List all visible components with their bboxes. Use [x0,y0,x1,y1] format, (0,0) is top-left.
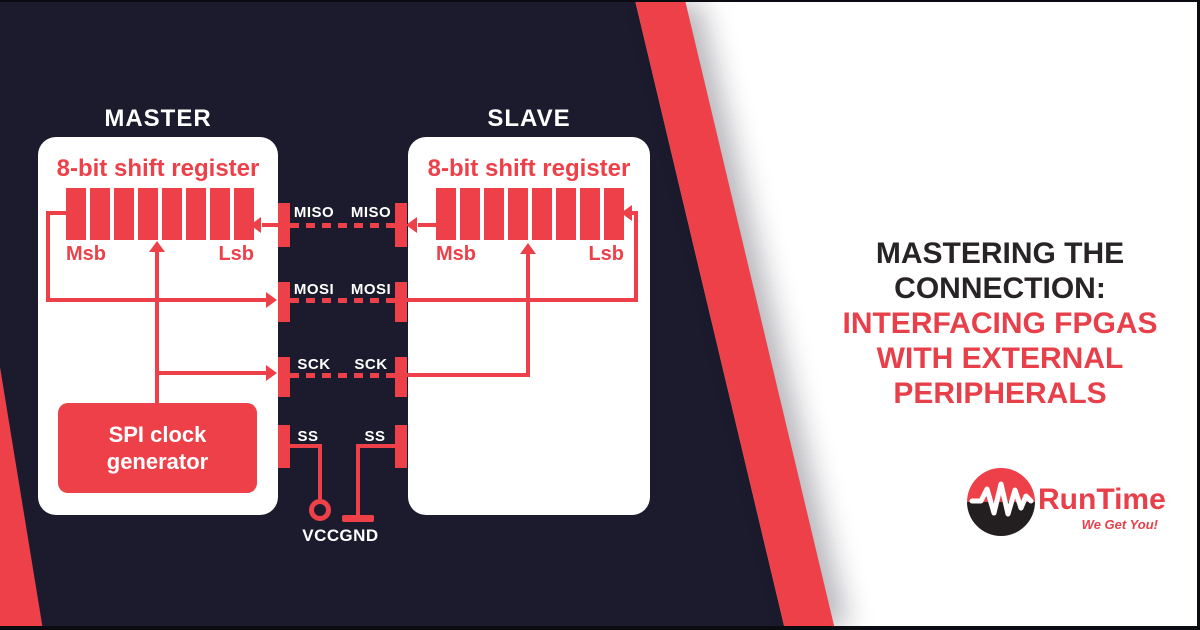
vcc-label: VCC [302,526,340,545]
master-ss-wire-vertical [318,444,322,499]
master-sck-pin [278,357,290,397]
mosi-label-slave-side: MOSI [350,281,392,298]
register-bit-cell [210,188,230,240]
master-lsb-label: Lsb [218,243,254,265]
slave-miso-wire [418,223,438,227]
master-ss-pin [278,425,290,468]
mosi-bus-dashed-line [290,298,395,303]
slave-ss-pin [395,425,407,468]
pulse-waveform-icon [969,481,1034,517]
gnd-label: GND [339,526,379,545]
register-bit-cell [234,188,254,240]
slave-ss-wire-vertical [356,444,360,515]
master-sck-arrowhead [266,365,277,381]
sck-label-master-side: SCK [297,356,331,373]
register-bit-cell [114,188,134,240]
ss-label-master-side: SS [297,428,319,445]
register-bit-cell [66,188,86,240]
register-bit-cell [508,188,528,240]
register-bit-cell [186,188,206,240]
headline-line-5: PERIPHERALS [893,377,1107,410]
master-mosi-arrowhead [266,292,277,308]
headline-line-4: WITH EXTERNAL [876,342,1124,375]
slave-register-label: 8-bit shift register [427,155,631,182]
register-bit-cell [460,188,480,240]
register-bit-cell [580,188,600,240]
miso-bus-dashed-line [290,223,395,228]
slave-sck-pin [395,357,407,397]
slave-lsb-label: Lsb [588,243,624,265]
slave-title: SLAVE [487,105,571,132]
slave-sck-arrowhead [520,243,536,254]
master-miso-wire [262,223,290,227]
register-bit-cell [138,188,158,240]
runtime-logo-wordmark: RunTime [1038,483,1166,516]
slave-msb-label: Msb [436,243,476,265]
master-msb-label: Msb [66,243,106,265]
runtime-logo-mark [967,468,1035,536]
spi-clock-generator-line1: SPI clock [108,422,207,447]
master-miso-arrowhead [250,217,261,233]
master-title: MASTER [104,105,212,132]
miso-label-slave-side: MISO [350,204,392,221]
register-bit-cell [556,188,576,240]
slave-miso-pin [395,203,407,247]
vcc-terminal [309,499,331,521]
master-clock-arrowhead [149,241,165,252]
sck-label-slave-side: SCK [354,356,388,373]
master-feedback-wire-vertical [46,211,50,302]
register-bit-cell [436,188,456,240]
spi-clock-generator-line2: generator [106,449,209,474]
master-shift-register [66,188,254,240]
slave-ss-wire-horizontal [360,444,395,448]
register-bit-cell [90,188,110,240]
master-mosi-pin [278,282,290,322]
miso-label-master-side: MISO [293,204,335,221]
slave-sck-wire-vertical [526,252,530,377]
master-register-label: 8-bit shift register [56,155,260,182]
gnd-terminal [342,515,374,522]
register-bit-cell [162,188,182,240]
slave-mosi-wire-elbow [631,211,638,215]
slave-miso-arrowhead [406,217,417,233]
ss-label-slave-side: SS [364,428,386,445]
master-clock-wire-vertical [155,250,159,403]
slave-mosi-arrowhead [621,205,632,221]
mosi-label-master-side: MOSI [293,281,335,298]
headline-line-1: MASTERING THE [875,237,1125,270]
master-sck-wire [155,371,268,375]
slave-mosi-wire-horizontal [407,298,638,302]
runtime-logo-tagline: We Get You! [1081,517,1158,532]
register-bit-cell [604,188,624,240]
slave-sck-wire-horizontal [407,373,530,377]
register-bit-cell [484,188,504,240]
headline: MASTERING THE CONNECTION: INTERFACING FP… [820,236,1180,411]
slave-shift-register [436,188,624,240]
sck-bus-dashed-line [290,373,395,378]
master-miso-pin [278,203,290,247]
headline-line-2: CONNECTION: [894,272,1106,305]
master-ss-wire-horizontal [290,444,322,448]
register-bit-cell [532,188,552,240]
spi-clock-generator: SPI clock generator [58,403,257,493]
slave-mosi-wire-vertical [634,211,638,302]
slave-mosi-pin [395,282,407,322]
headline-line-3: INTERFACING FPGAS [842,307,1158,340]
master-feedback-wire-top [46,211,68,215]
